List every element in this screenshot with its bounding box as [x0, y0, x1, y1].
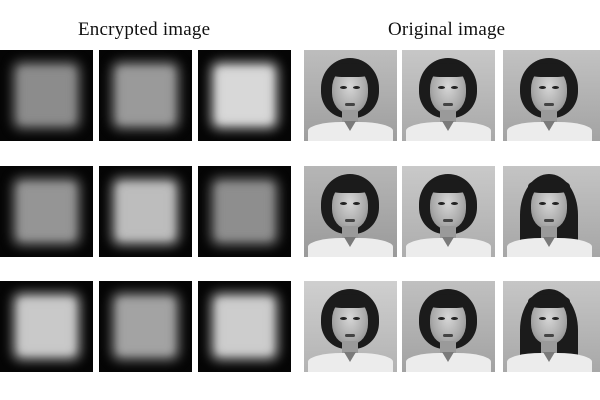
original-face-photo-r3c1 — [304, 281, 397, 372]
encrypted-image-heading: Encrypted image — [78, 19, 211, 40]
encrypted-image-r3c3 — [198, 281, 291, 372]
original-face-photo-r1c3 — [503, 50, 600, 141]
encrypted-image-r2c1 — [0, 166, 93, 257]
original-image-heading: Original image — [388, 19, 506, 40]
original-face-photo-r1c2 — [402, 50, 495, 141]
encrypted-image-r2c2 — [99, 166, 192, 257]
original-face-photo-r2c3 — [503, 166, 600, 257]
original-face-photo-r3c2 — [402, 281, 495, 372]
encrypted-image-r3c1 — [0, 281, 93, 372]
original-face-photo-r2c1 — [304, 166, 397, 257]
encrypted-image-r3c2 — [99, 281, 192, 372]
original-face-photo-r1c1 — [304, 50, 397, 141]
encrypted-image-r1c2 — [99, 50, 192, 141]
encrypted-image-r1c3 — [198, 50, 291, 141]
encrypted-image-r1c1 — [0, 50, 93, 141]
original-face-photo-r2c2 — [402, 166, 495, 257]
original-face-photo-r3c3 — [503, 281, 600, 372]
encrypted-image-r2c3 — [198, 166, 291, 257]
